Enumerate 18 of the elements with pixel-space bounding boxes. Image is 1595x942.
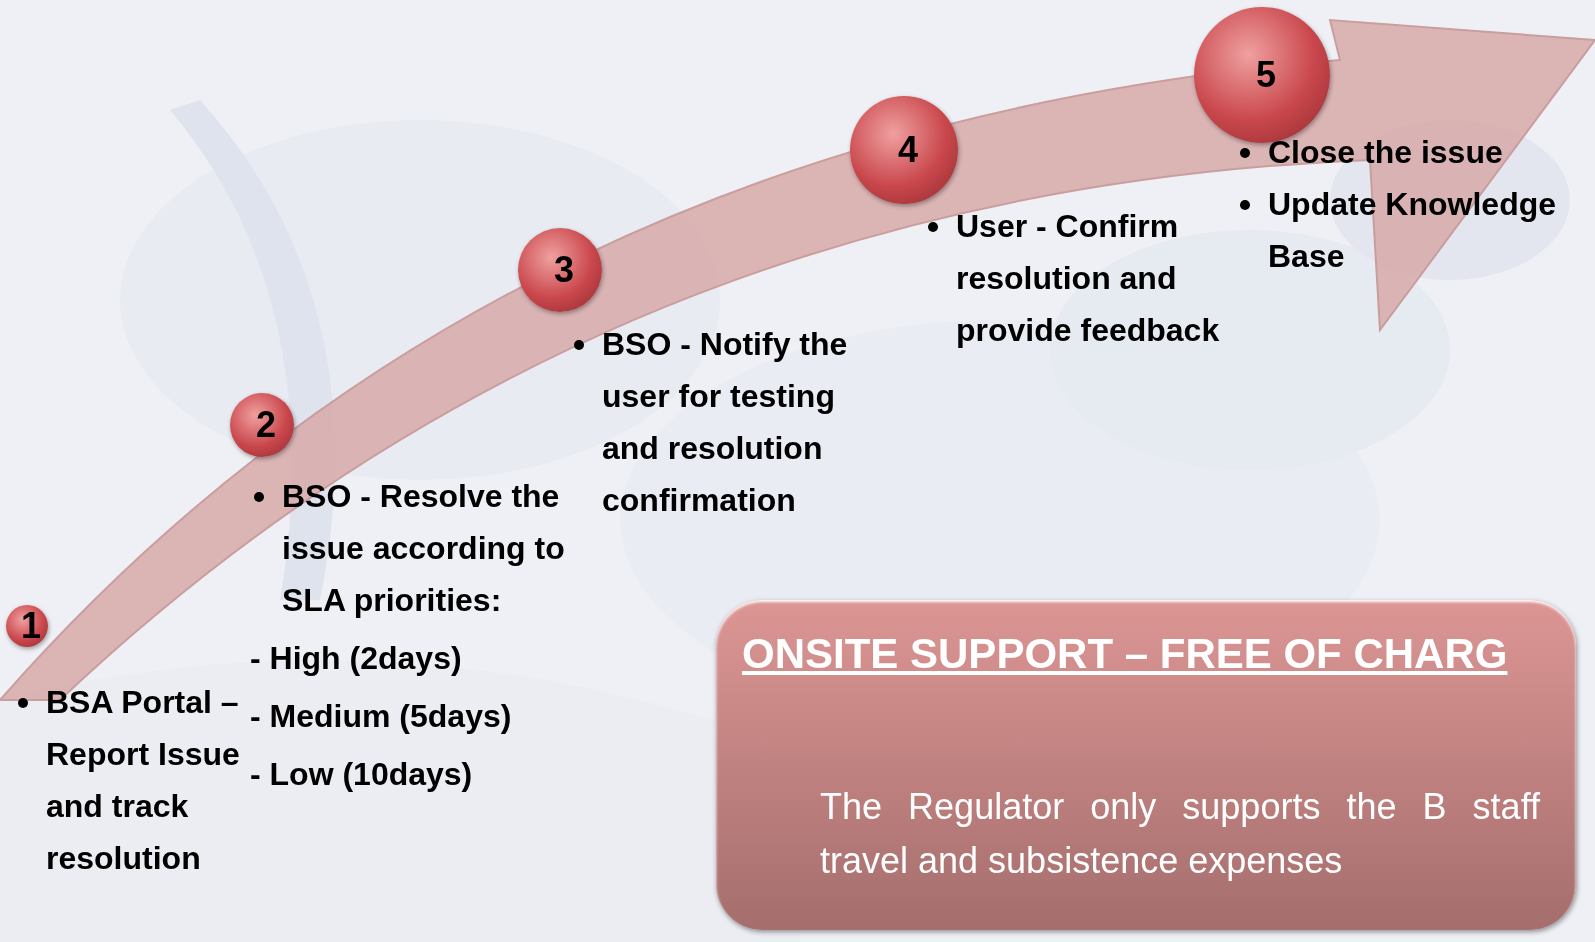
step-number: 3 <box>554 252 575 288</box>
step-description: Close the issue <box>1236 126 1595 178</box>
step-number: 5 <box>1256 57 1277 93</box>
priority-item: - Medium (5days) <box>250 697 513 736</box>
panel-text: The Regulator only supports the B staff travel and subsistence expenses <box>820 785 1540 883</box>
step-number: 2 <box>256 407 277 443</box>
step-description: Update Knowledge Base <box>1236 178 1595 282</box>
step-circle <box>6 605 48 647</box>
step-circle <box>230 393 294 457</box>
info-panel <box>716 600 1576 930</box>
step-description: User - Confirm resolution and provide feedback <box>924 200 1224 356</box>
step-number: 4 <box>898 132 919 168</box>
priority-item: - High (2days) <box>250 639 463 678</box>
step-description: BSA Portal – Report Issue and track resolution <box>14 676 246 884</box>
priority-item: - Low (10days) <box>250 755 474 794</box>
step-circle <box>518 228 602 312</box>
step-number: 1 <box>21 608 42 644</box>
panel-heading: ONSITE SUPPORT – FREE OF CHARG <box>742 630 1508 678</box>
